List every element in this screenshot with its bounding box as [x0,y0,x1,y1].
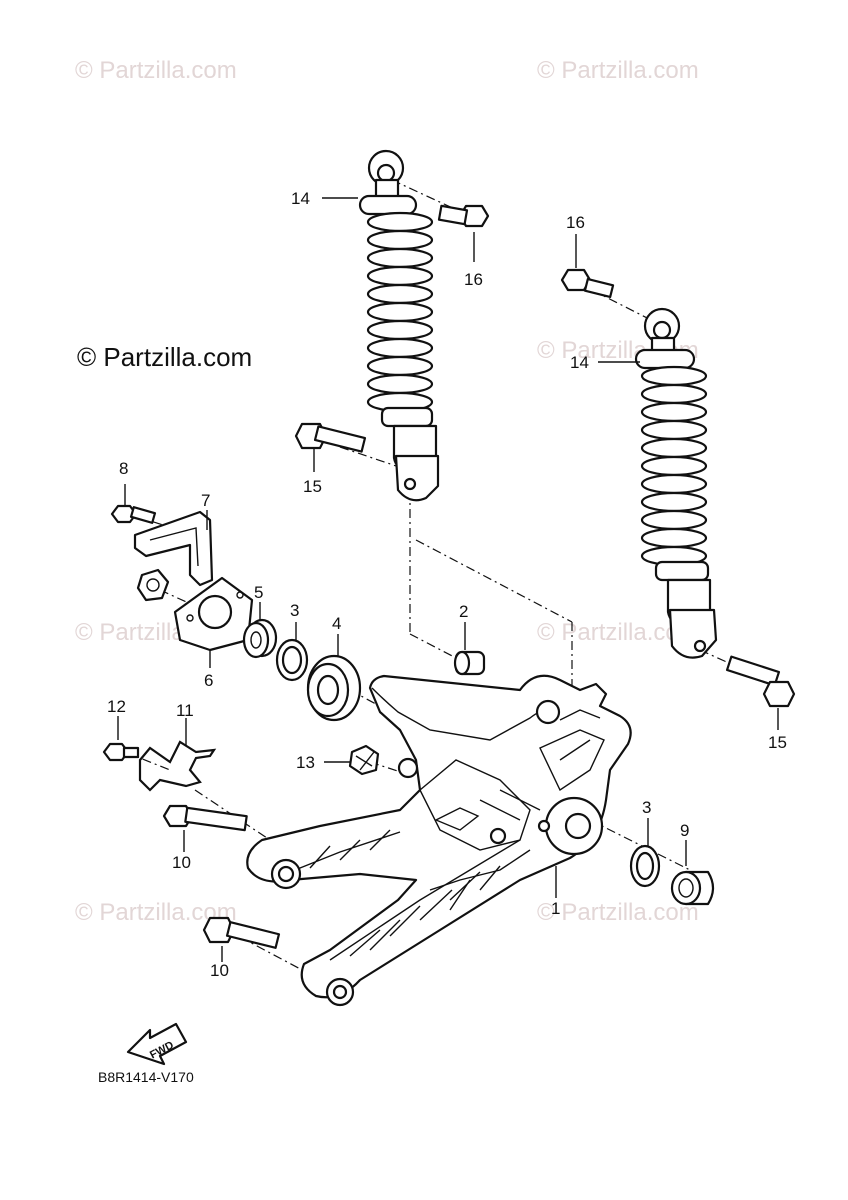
callout-2: 2 [459,602,468,621]
plate-6 [173,576,254,652]
callout-11: 11 [176,701,194,720]
callout-7: 7 [201,491,210,510]
callout-6: 6 [204,671,213,690]
shock-absorber-right [634,307,718,659]
callout-13: 13 [296,753,315,772]
watermark: © Partzilla.com [537,899,699,926]
collar-9 [670,870,715,906]
bracket-11 [138,740,217,792]
callout-10: 10 [210,961,229,980]
callout-4: 4 [332,614,341,633]
bolt-16-right [560,268,615,299]
spring-coils [366,211,434,413]
callout-3: 3 [290,601,299,620]
callout-12: 12 [107,697,126,716]
bracket-7 [133,510,214,587]
nut [136,568,170,602]
bolt-8 [110,504,157,524]
bolt-12 [102,742,140,762]
oil-seal-3 [275,638,309,682]
bearing-5 [242,618,278,659]
callout-15: 15 [768,733,787,752]
callout-9: 9 [680,821,689,840]
bolt-10-upper [162,804,248,832]
spring-coils [640,365,708,567]
callout-1: 1 [551,899,560,918]
watermark: © Partzilla.com [75,57,237,84]
shock-absorber-left [358,149,440,502]
bearing-4 [306,654,362,722]
diagram-code: B8R1414-V170 [98,1069,194,1085]
callout-16: 16 [566,213,585,232]
callout-15: 15 [303,477,322,496]
swing-arm-1 [246,674,632,1007]
bolt-15-left [294,422,367,453]
leader-lines [117,197,779,962]
bolt-16-left [437,204,490,228]
callout-10: 10 [172,853,191,872]
callout-8: 8 [119,459,128,478]
oil-seal-3-right [629,844,661,888]
callout-14: 14 [570,353,589,372]
fwd-arrow: FWD [126,1022,188,1066]
clamp-13 [348,744,380,776]
bolt-15-right [725,655,796,708]
watermark-main: © Partzilla.com [77,342,252,372]
bolt-10-lower [202,916,281,949]
callout-5: 5 [254,583,263,602]
callout-3: 3 [642,798,651,817]
callout-16: 16 [464,270,483,289]
collar-2 [453,650,486,676]
watermark: © Partzilla.com [537,57,699,84]
callout-14: 14 [291,189,310,208]
